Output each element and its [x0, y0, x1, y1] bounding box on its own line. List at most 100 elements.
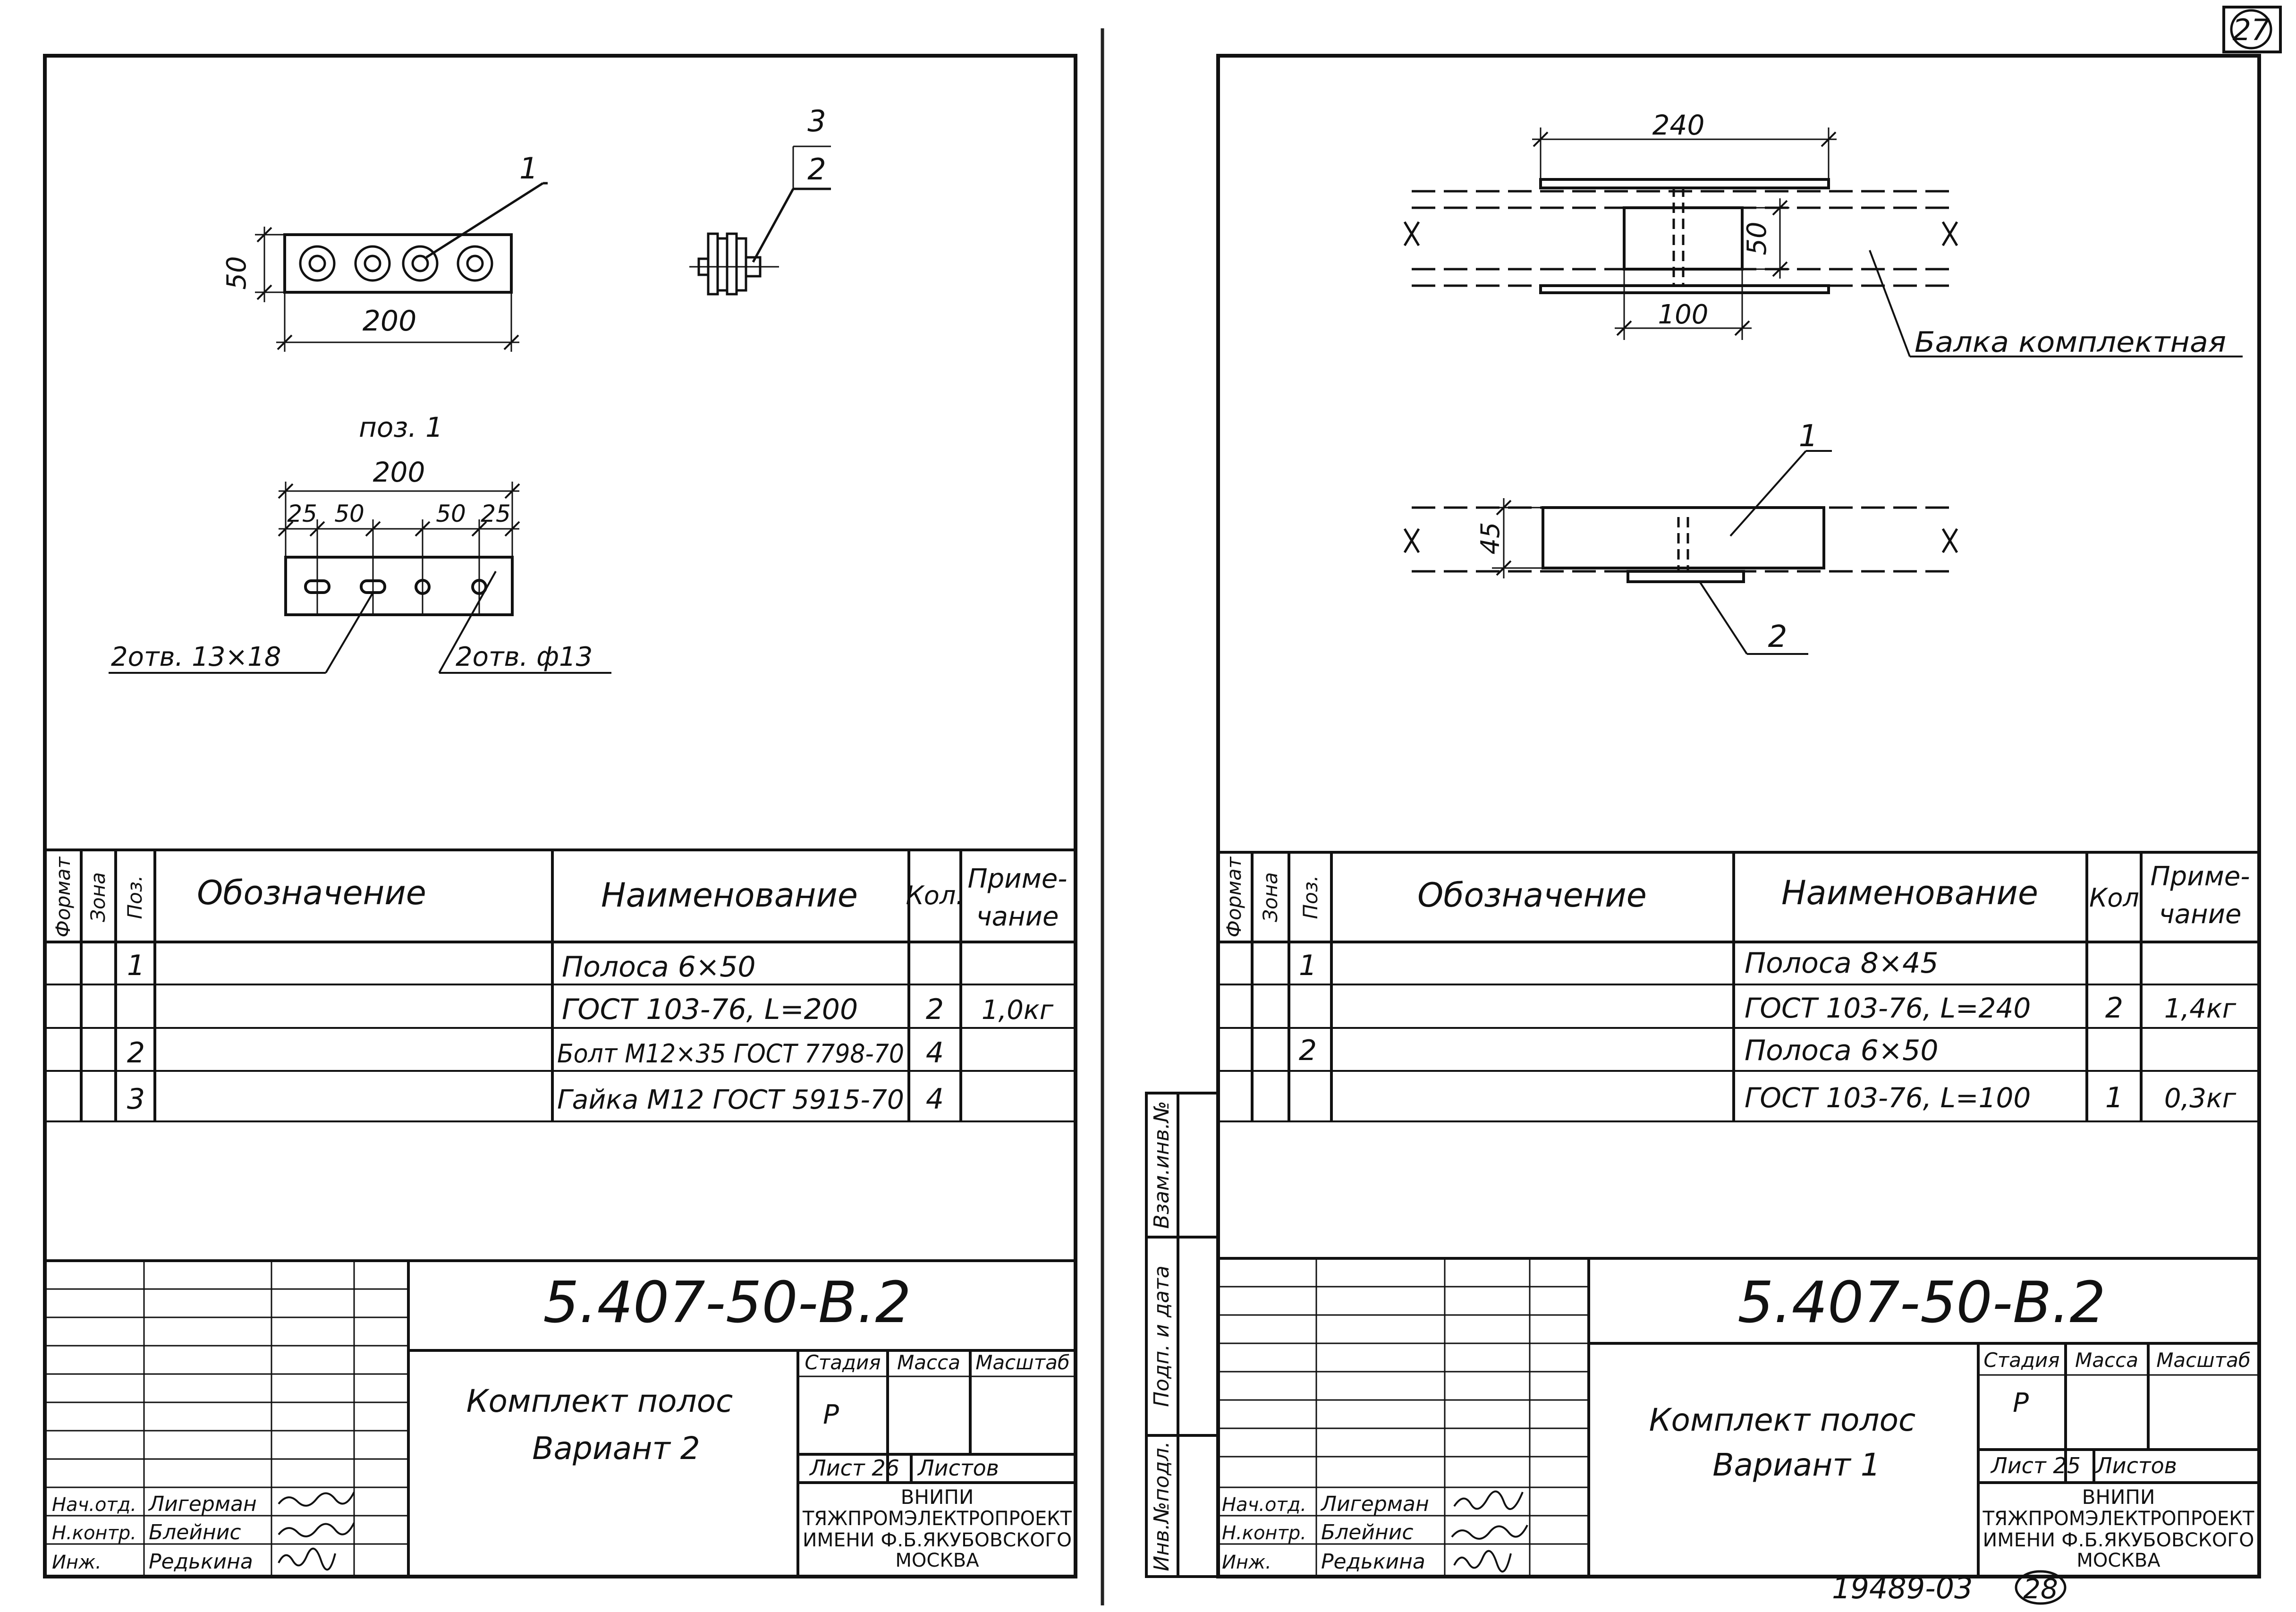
right-row-1-name: Полоса 8×45 — [1745, 947, 1939, 980]
left-row-3-qty: 4 — [926, 1036, 944, 1069]
bottom-stamp-circle — [2015, 1570, 2067, 1605]
right-spec-h-name: Наименование — [1781, 874, 2038, 912]
right-row-3-name: Полоса 6×50 — [1745, 1034, 1939, 1067]
left-spec-h-note-1: Приме- — [968, 864, 1068, 894]
right-spec-table — [1218, 851, 2259, 1122]
left-org-1: ВНИПИ — [901, 1485, 974, 1509]
right-leader-2-label: 2 — [1768, 619, 1788, 654]
right-role-2-name: Блейнис — [1321, 1520, 1414, 1544]
right-stage-value: Р — [2013, 1388, 2029, 1418]
right-scale-header: Масштаб — [2156, 1349, 2251, 1372]
right-title-block — [1218, 1257, 2259, 1577]
left-org-2: ТЯЖПРОМЭЛЕКТРОПРОЕКТ — [802, 1507, 1072, 1530]
left-role-2: Н.контр. — [52, 1522, 136, 1544]
right-dim-45: 45 — [1475, 522, 1505, 555]
left-row-4-qty: 4 — [926, 1083, 944, 1116]
right-signatures — [1451, 1490, 1528, 1573]
left-mass-header: Масса — [897, 1351, 960, 1374]
right-sheet-no: Лист 25 — [1990, 1453, 2081, 1478]
right-role-3-name: Редькина — [1321, 1550, 1425, 1574]
pos-1-dim-50a: 50 — [334, 500, 364, 527]
left-org-3: ИМЕНИ Ф.Б.ЯКУБОВСКОГО — [803, 1529, 1072, 1551]
left-spec-h-name: Наименование — [601, 876, 858, 915]
beam-side-view — [1403, 450, 1958, 655]
right-spec-h-designation: Обозначение — [1417, 876, 1647, 915]
left-org-4: МОСКВА — [895, 1550, 979, 1571]
right-mass-header: Масса — [2075, 1349, 2138, 1372]
left-title-block — [45, 1259, 1076, 1577]
left-spec-h-designation: Обозначение — [197, 874, 426, 912]
pos-1-label: поз. 1 — [359, 411, 443, 443]
pos-1-dim-50b: 50 — [436, 500, 466, 527]
left-stage-header: Стадия — [805, 1351, 881, 1374]
left-spec-h-zone: Зона — [86, 872, 110, 922]
right-dim-50: 50 — [1742, 221, 1772, 255]
left-signatures — [278, 1492, 355, 1571]
right-side-stamp — [1145, 1092, 1220, 1578]
pos-1-detail — [109, 482, 611, 674]
left-row-2-qty: 2 — [926, 993, 944, 1026]
left-spec-h-qty: Кол. — [906, 881, 964, 910]
beam-label: Балка комплектная — [1915, 326, 2226, 359]
right-dim-240: 240 — [1652, 109, 1705, 141]
left-role-3: Инж. — [52, 1552, 102, 1573]
side-label-inv-dupl: Взам.инв.№ — [1150, 1101, 1174, 1229]
right-row-2-qty: 2 — [2105, 992, 2123, 1025]
left-row-1-name: Полоса 6×50 — [562, 950, 756, 984]
right-dim-100: 100 — [1658, 299, 1709, 330]
left-row-3-pos: 2 — [127, 1036, 145, 1069]
right-org-1: ВНИПИ — [2082, 1485, 2155, 1509]
left-sheet: 1 50 200 3 2 поз. 1 — [43, 54, 1077, 1578]
side-label-inv-orig: Инв.№подл. — [1150, 1441, 1174, 1571]
right-stage-header: Стадия — [1983, 1349, 2059, 1372]
left-row-2-note: 1,0кг — [982, 995, 1054, 1026]
left-sheet-no: Лист 26 — [809, 1455, 899, 1481]
right-spec-h-note-2: чание — [2159, 899, 2242, 930]
right-spec-h-pos: Поз. — [1299, 875, 1322, 919]
left-scale-header: Масштаб — [975, 1351, 1070, 1374]
sheet-number: 27 — [2233, 13, 2270, 47]
left-row-4-pos: 3 — [127, 1083, 145, 1116]
left-stage-value: Р — [823, 1400, 839, 1430]
pos-1-dim-25b: 25 — [481, 500, 511, 527]
pos-1-dim-total: 200 — [373, 456, 425, 488]
right-spec-h-format: Формат — [1222, 856, 1245, 937]
right-row-3-pos: 2 — [1299, 1034, 1317, 1067]
pos-1-dim-25a: 25 — [287, 500, 317, 527]
right-row-1-pos: 1 — [1299, 949, 1317, 982]
left-plan-view — [255, 182, 548, 352]
left-dim-length: 200 — [363, 305, 417, 338]
left-leader-1-label: 1 — [519, 151, 538, 186]
left-row-2-name: ГОСТ 103-76, L=200 — [562, 993, 858, 1026]
left-spec-h-format: Формат — [51, 856, 75, 937]
left-row-4-name: Гайка М12 ГОСТ 5915-70 — [557, 1085, 904, 1115]
right-row-4-qty: 1 — [2105, 1081, 2123, 1114]
right-role-3: Инж. — [1222, 1552, 1271, 1573]
sheet-number-circle — [2230, 9, 2272, 50]
left-row-3-name: Болт М12×35 ГОСТ 7798-70 — [557, 1039, 904, 1069]
left-leader-2-label: 2 — [807, 152, 826, 187]
left-spec-h-pos: Поз. — [123, 875, 146, 919]
left-leader-3-label: 3 — [807, 104, 826, 138]
right-org-3: ИМЕНИ Ф.Б.ЯКУБОВСКОГО — [1983, 1529, 2254, 1551]
right-sheet: Взам.инв.№ Подп. и дата Инв.№подл. — [1145, 54, 2261, 1578]
right-row-4-name: ГОСТ 103-76, L=100 — [1745, 1082, 2031, 1114]
left-frame — [43, 54, 1077, 1578]
right-row-2-note: 1,4кг — [2164, 993, 2237, 1024]
right-title-line-1: Комплект полос — [1649, 1402, 1916, 1438]
left-spec-h-note-2: чание — [976, 901, 1059, 932]
hole-label-2: 2отв. ф13 — [456, 642, 593, 672]
left-role-1-name: Лигерман — [148, 1492, 257, 1516]
left-role-3-name: Редькина — [149, 1550, 253, 1574]
sheet-number-frame — [2222, 6, 2282, 53]
left-title-line-2: Вариант 2 — [532, 1430, 700, 1467]
right-title-line-2: Вариант 1 — [1712, 1447, 1881, 1483]
bolt-side-view — [689, 145, 831, 296]
right-role-1: Нач.отд. — [1222, 1494, 1306, 1516]
right-spec-h-qty: Кол — [2089, 883, 2139, 913]
right-row-2-name: ГОСТ 103-76, L=240 — [1745, 992, 2031, 1024]
right-org-4: МОСКВА — [2076, 1550, 2160, 1571]
right-role-2: Н.контр. — [1222, 1522, 1306, 1544]
left-role-1: Нач.отд. — [52, 1494, 136, 1516]
